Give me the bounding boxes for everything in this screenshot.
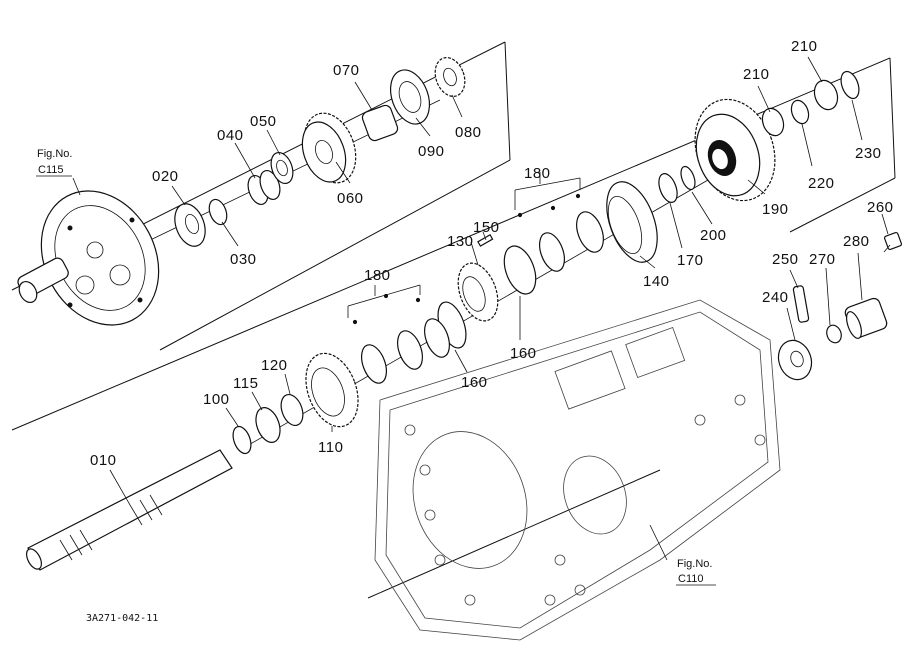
label-230: 230 — [855, 145, 882, 162]
label-160-lower: 160 — [461, 374, 488, 391]
label-140: 140 — [643, 273, 670, 290]
label-040: 040 — [217, 127, 244, 144]
group-bracket-180-lower — [347, 284, 421, 325]
label-090: 090 — [418, 143, 445, 160]
label-210-left: 210 — [743, 66, 770, 83]
label-110: 110 — [318, 439, 343, 456]
fig-ref-c115-title: Fig.No. — [37, 148, 72, 160]
label-150: 150 — [473, 219, 500, 236]
label-080: 080 — [455, 124, 482, 141]
label-160-upper: 160 — [510, 345, 537, 362]
right-lower-parts — [777, 231, 903, 381]
fig-ref-c115: Fig.No. C115 — [36, 148, 72, 177]
fig-ref-c110: Fig.No. C110 — [676, 558, 716, 586]
fig-ref-c110-number: C110 — [678, 573, 703, 585]
synchro-parts — [361, 211, 604, 384]
fig-ref-c110-title: Fig.No. — [677, 558, 712, 570]
label-240: 240 — [762, 289, 789, 306]
label-200: 200 — [700, 227, 727, 244]
upper-shaft-parts — [174, 57, 466, 247]
label-170: 170 — [677, 252, 704, 269]
label-050: 050 — [250, 113, 277, 130]
main-shaft-parts — [26, 352, 359, 571]
label-120: 120 — [261, 357, 288, 374]
label-020: 020 — [152, 168, 179, 185]
fig-ref-c115-number: C115 — [38, 164, 63, 176]
label-190: 190 — [762, 201, 789, 218]
flange-housing — [17, 190, 160, 326]
label-250: 250 — [772, 251, 799, 268]
leader-lines — [72, 56, 889, 561]
label-115: 115 — [233, 375, 258, 392]
label-180-lower: 180 — [364, 267, 391, 284]
drawing-code: 3A271-042-11 — [86, 613, 158, 624]
label-060: 060 — [337, 190, 364, 207]
label-260: 260 — [867, 199, 894, 216]
label-030: 030 — [230, 251, 257, 268]
label-010: 010 — [90, 452, 117, 469]
label-220: 220 — [808, 175, 835, 192]
label-070: 070 — [333, 62, 360, 79]
label-130: 130 — [447, 233, 474, 250]
label-270: 270 — [809, 251, 836, 268]
right-upper-parts — [606, 70, 860, 263]
transmission-case — [374, 299, 781, 641]
label-180-upper: 180 — [524, 165, 551, 182]
part-labels: 010 020 030 040 050 060 070 080 090 100 … — [90, 38, 894, 469]
label-210-right: 210 — [791, 38, 818, 55]
label-280: 280 — [843, 233, 870, 250]
group-bracket-180-upper — [514, 172, 581, 218]
label-100: 100 — [203, 391, 230, 408]
